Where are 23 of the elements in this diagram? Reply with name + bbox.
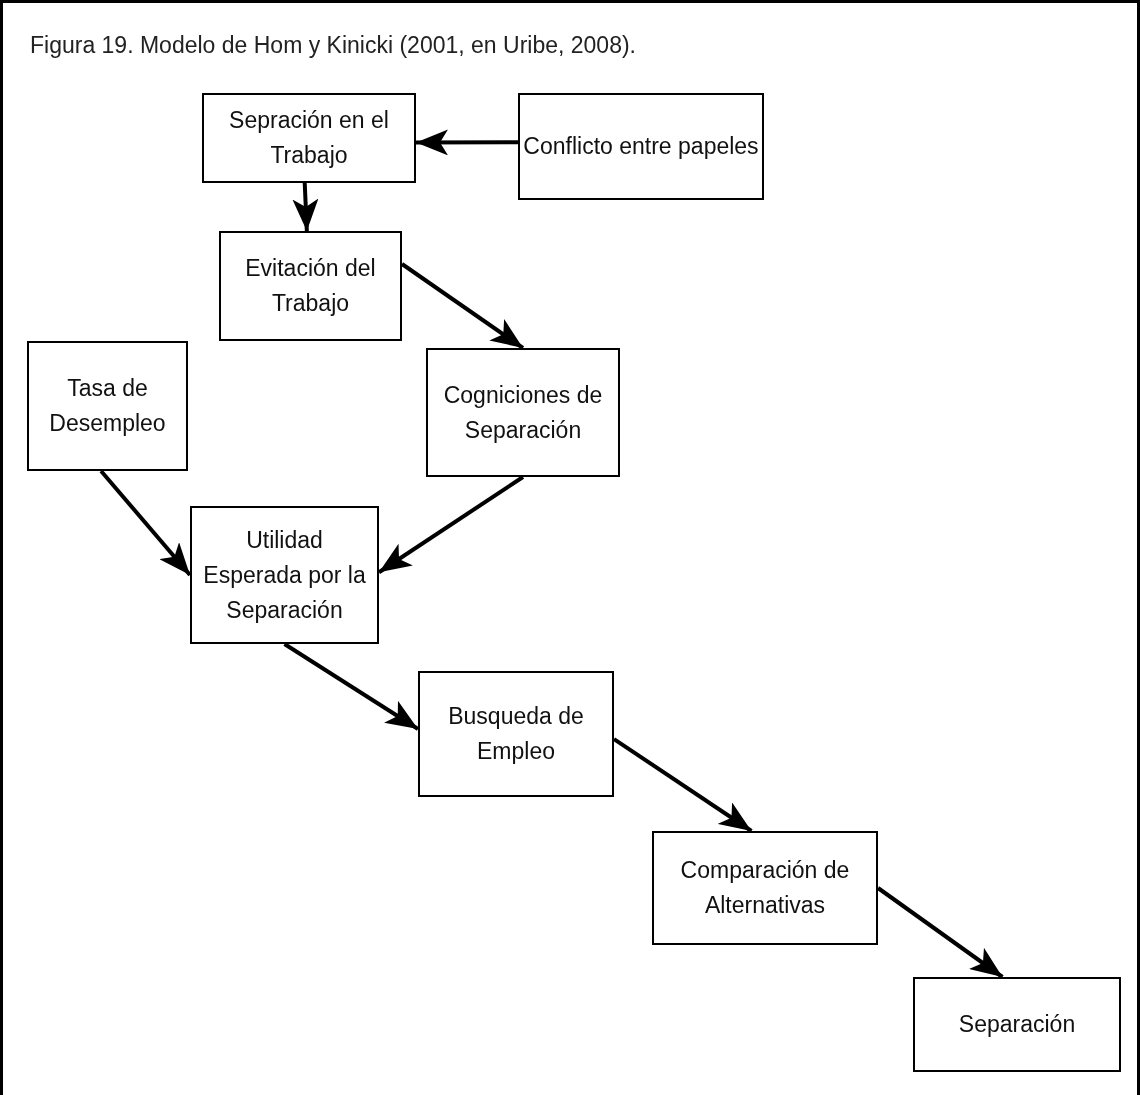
box-label: Evitación del Trabajo bbox=[244, 254, 377, 318]
arrow bbox=[416, 129, 518, 156]
box-label: Cogniciones de Separación bbox=[442, 380, 604, 445]
process-box bbox=[418, 671, 614, 797]
box-label: Comparación de Alternativas bbox=[679, 856, 851, 920]
process-box bbox=[27, 341, 188, 471]
process-box bbox=[652, 831, 878, 945]
process-box bbox=[518, 93, 764, 200]
box-label: Conflicto entre papeles bbox=[523, 132, 759, 161]
process-box bbox=[219, 231, 402, 341]
box-label: Utilidad Esperada por la Separación bbox=[202, 525, 367, 625]
box-label: Tasa de Desempleo bbox=[48, 374, 167, 438]
box-label: Separación bbox=[958, 1010, 1076, 1039]
box-label: Busqueda de Empleo bbox=[447, 702, 585, 766]
process-box bbox=[190, 506, 379, 644]
box-label: Sepración en el Trabajo bbox=[228, 106, 390, 170]
process-box bbox=[913, 977, 1121, 1072]
figure-title: Figura 19. Modelo de Hom y Kinicki (2001, en Uribe, 2008). bbox=[30, 32, 636, 59]
arrow bbox=[99, 469, 192, 577]
process-box bbox=[202, 93, 416, 183]
process-box bbox=[426, 348, 620, 477]
arrow bbox=[292, 182, 319, 232]
arrow bbox=[283, 642, 420, 731]
